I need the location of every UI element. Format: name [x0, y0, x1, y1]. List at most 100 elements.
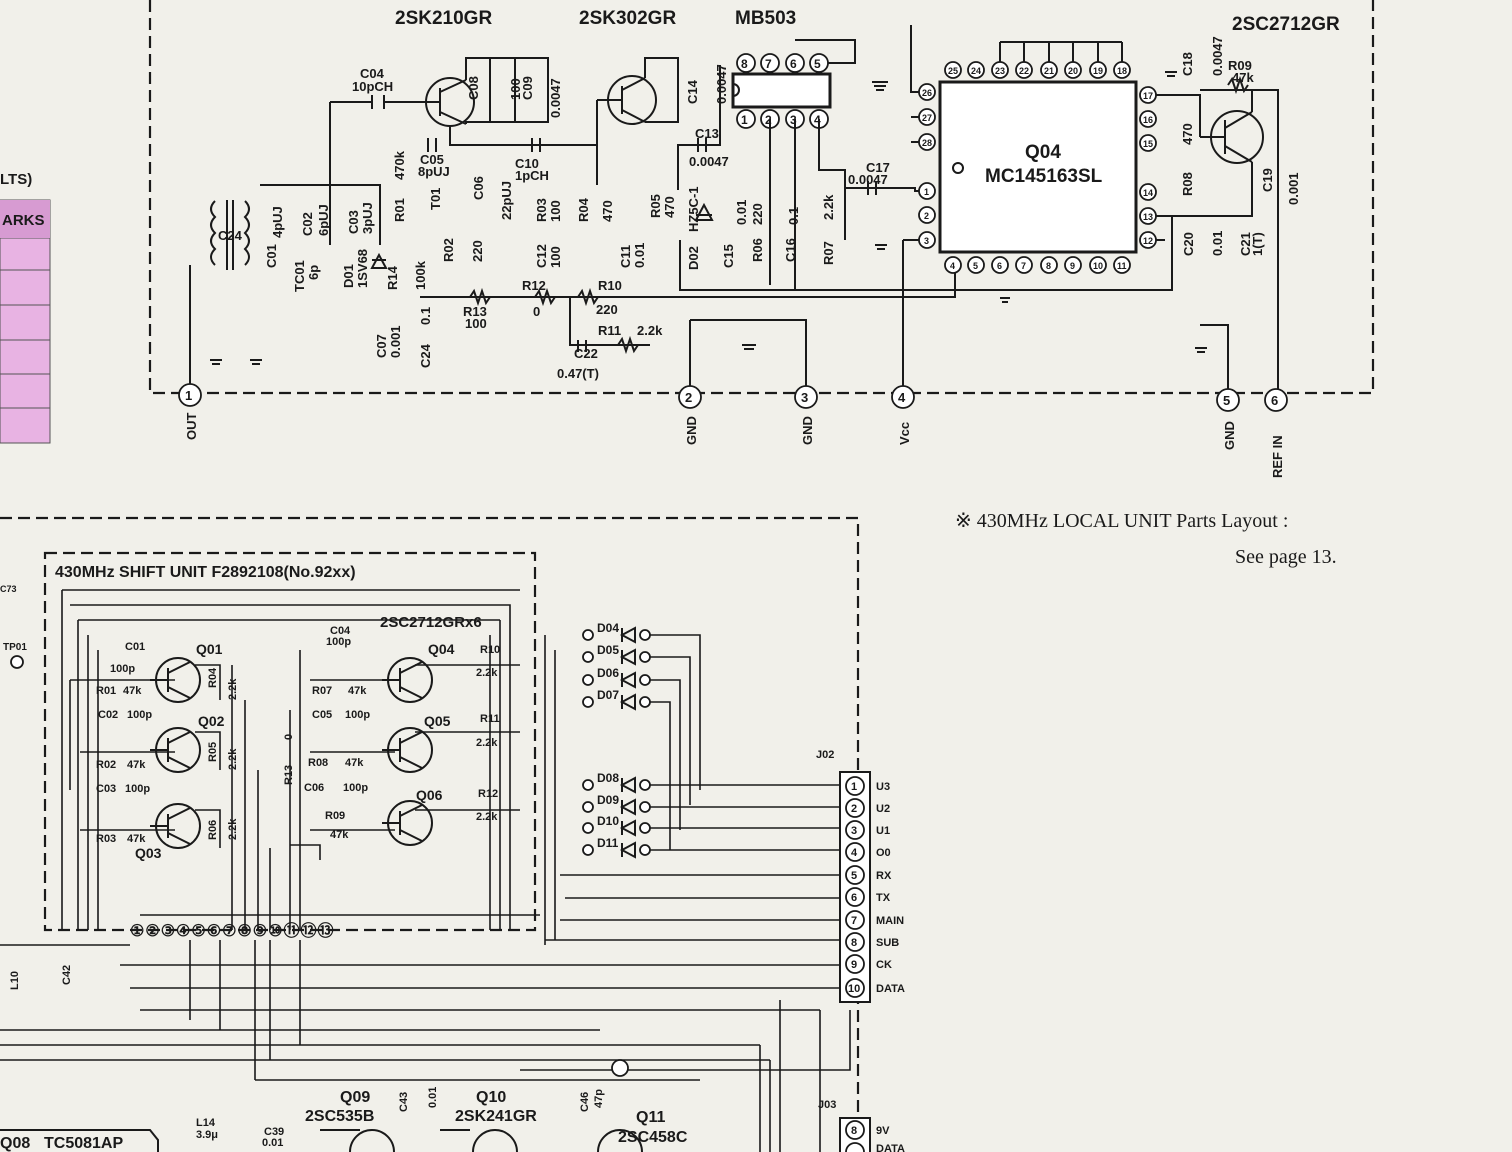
svg-text:0.01: 0.01: [734, 200, 749, 225]
svg-text:2.2k: 2.2k: [821, 194, 836, 220]
svg-text:2SC535B: 2SC535B: [305, 1108, 374, 1125]
svg-text:6pUJ: 6pUJ: [316, 204, 331, 236]
svg-text:C01: C01: [264, 244, 279, 268]
svg-text:T01: T01: [428, 188, 443, 210]
svg-text:2.2k: 2.2k: [227, 748, 239, 770]
svg-text:D07: D07: [597, 688, 619, 702]
svg-text:100p: 100p: [127, 709, 152, 721]
svg-text:16: 16: [1143, 115, 1153, 125]
svg-text:C08: C08: [466, 76, 481, 100]
svg-text:6: 6: [997, 261, 1002, 271]
svg-text:U2: U2: [876, 803, 890, 815]
svg-text:R07: R07: [312, 685, 332, 697]
svg-text:9: 9: [1070, 261, 1075, 271]
svg-text:Q11: Q11: [636, 1109, 665, 1126]
svg-text:19: 19: [1093, 66, 1103, 76]
svg-text:47k: 47k: [330, 829, 349, 841]
shift-unit-border: [43, 551, 537, 932]
svg-text:4: 4: [898, 390, 906, 405]
svg-text:21: 21: [1044, 66, 1054, 76]
svg-text:C73: C73: [0, 584, 17, 594]
svg-text:C04: C04: [360, 66, 385, 81]
svg-text:D11: D11: [597, 836, 619, 850]
svg-text:2SC458C: 2SC458C: [618, 1129, 688, 1146]
q05-transistor: [1200, 110, 1264, 164]
svg-text:L14: L14: [196, 1117, 216, 1129]
svg-text:C22: C22: [574, 346, 598, 361]
mc145163-chip: [938, 80, 1138, 254]
svg-text:8pUJ: 8pUJ: [418, 164, 450, 179]
svg-text:R08: R08: [1180, 172, 1195, 196]
svg-text:D04: D04: [597, 621, 619, 635]
svg-text:17: 17: [1143, 91, 1153, 101]
svg-text:2: 2: [924, 211, 929, 221]
ground-symbols: [210, 71, 1207, 365]
svg-text:0.01: 0.01: [262, 1137, 283, 1149]
svg-text:C05: C05: [312, 709, 332, 721]
svg-text:D01: D01: [341, 264, 356, 288]
svg-text:2: 2: [685, 390, 692, 405]
svg-text:47k: 47k: [127, 833, 146, 845]
svg-text:22pUJ: 22pUJ: [499, 181, 514, 220]
svg-text:0.01: 0.01: [632, 243, 647, 268]
svg-text:8: 8: [741, 57, 748, 71]
svg-text:C11: C11: [618, 245, 633, 268]
q03-part-label: MB503: [735, 8, 796, 29]
svg-text:0.0047: 0.0047: [548, 78, 563, 118]
svg-text:R13: R13: [463, 304, 487, 319]
svg-text:0: 0: [283, 734, 295, 740]
svg-text:0.0047: 0.0047: [1210, 36, 1225, 76]
svg-text:R11: R11: [480, 713, 500, 725]
svg-text:0.001: 0.001: [1286, 172, 1301, 205]
svg-text:470: 470: [600, 200, 615, 222]
svg-text:8: 8: [851, 937, 857, 949]
q05-part-label: 2SC2712GR: [1232, 14, 1340, 35]
svg-text:C09: C09: [520, 76, 535, 100]
svg-text:U1: U1: [876, 825, 890, 837]
svg-text:4pUJ: 4pUJ: [270, 206, 285, 238]
bottom-components: Q09 2SC535B Q10 2SK241GR Q11 2SC458C Q08…: [0, 584, 688, 1152]
svg-text:R08: R08: [308, 757, 328, 769]
svg-text:24: 24: [971, 66, 981, 76]
q02-part-label: 2SK302GR: [579, 8, 676, 29]
svg-text:C18: C18: [1180, 52, 1195, 76]
svg-text:100p: 100p: [343, 782, 368, 794]
svg-text:C16: C16: [783, 238, 798, 262]
svg-text:25: 25: [948, 66, 958, 76]
svg-text:Q03: Q03: [135, 845, 162, 861]
svg-text:O0: O0: [876, 847, 891, 859]
svg-text:0.1: 0.1: [786, 207, 801, 225]
svg-text:1(T): 1(T): [1250, 232, 1265, 256]
svg-text:R06: R06: [207, 820, 219, 840]
svg-text:14: 14: [1143, 188, 1153, 198]
svg-text:12: 12: [1143, 236, 1153, 246]
svg-text:R12: R12: [478, 788, 498, 800]
svg-text:C15: C15: [721, 244, 736, 268]
svg-text:27: 27: [922, 113, 932, 123]
svg-text:TC5081AP: TC5081AP: [44, 1135, 123, 1152]
pin-out: [178, 383, 202, 407]
svg-text:C43: C43: [398, 1092, 410, 1112]
svg-text:D09: D09: [597, 793, 619, 807]
svg-text:8: 8: [1046, 261, 1051, 271]
svg-text:2.2k: 2.2k: [476, 667, 498, 679]
svg-text:9: 9: [851, 959, 857, 971]
svg-text:R14: R14: [385, 265, 400, 290]
svg-text:R01: R01: [392, 198, 407, 222]
shift-transistors: [150, 657, 433, 849]
svg-text:0.0047: 0.0047: [848, 172, 888, 187]
t01-transformer: [210, 200, 250, 270]
svg-text:R10: R10: [598, 278, 622, 293]
svg-text:GND: GND: [684, 416, 699, 445]
svg-text:23: 23: [995, 66, 1005, 76]
svg-text:2: 2: [765, 113, 772, 127]
svg-text:7: 7: [851, 915, 857, 927]
svg-text:D08: D08: [597, 771, 619, 785]
svg-text:Q02: Q02: [198, 713, 225, 729]
svg-text:L10: L10: [9, 971, 21, 990]
svg-text:1: 1: [741, 113, 748, 127]
svg-text:8: 8: [851, 1125, 857, 1137]
svg-text:Q09: Q09: [340, 1089, 370, 1106]
shift-connector-pins: ①②③④⑤⑥⑦⑧⑨⑩⑪⑫⑬: [130, 921, 334, 940]
svg-text:22: 22: [1019, 66, 1029, 76]
